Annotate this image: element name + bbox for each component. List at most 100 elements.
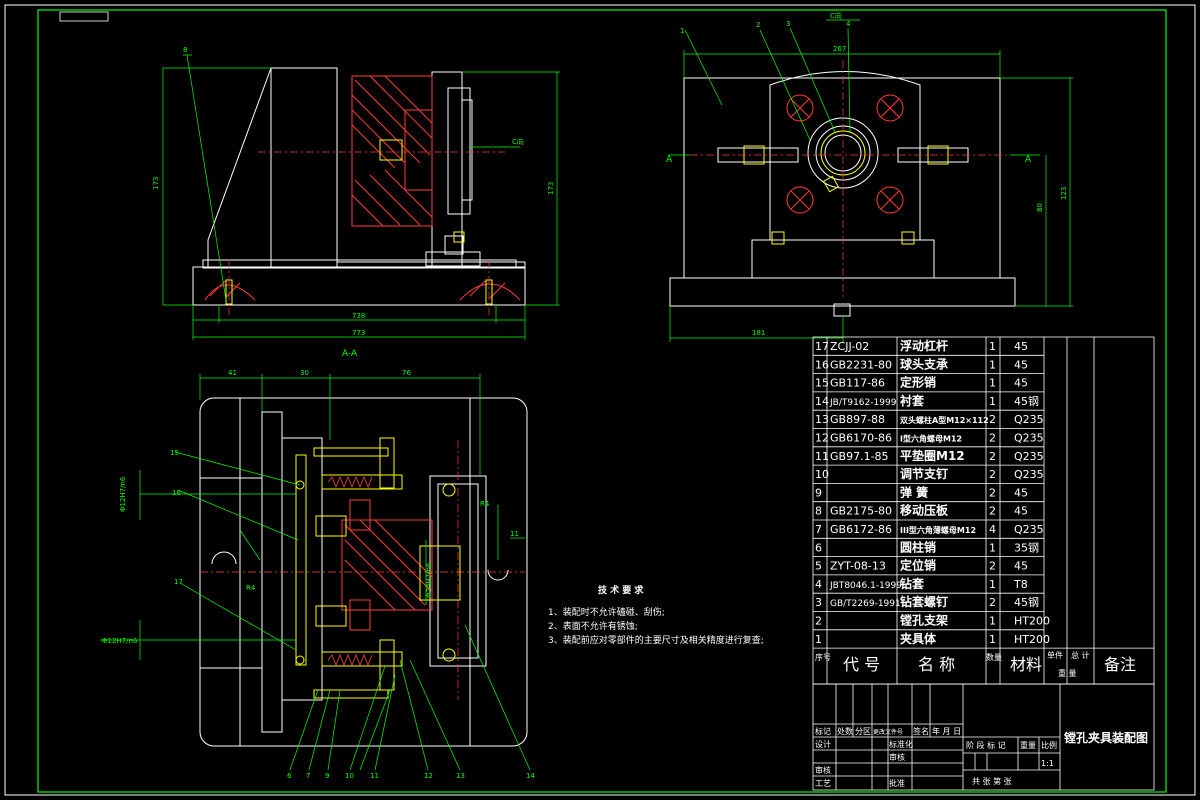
callout-17: 17 bbox=[174, 578, 183, 586]
bom-row-code: GB6172-86 bbox=[830, 523, 892, 536]
dim-76: 76 bbox=[402, 369, 411, 377]
bom-row-mat: 35钢 bbox=[1014, 541, 1039, 554]
view-a-right: A bbox=[1025, 155, 1032, 165]
dim-height-left: 173 bbox=[152, 177, 160, 190]
callout-3: 3 bbox=[786, 20, 790, 28]
bom-row-mat: HT200 bbox=[1014, 615, 1050, 628]
section-view-dims bbox=[100, 374, 531, 771]
bom-row-code: GB2175-80 bbox=[830, 505, 892, 518]
bom-row-code: ZCJJ-02 bbox=[830, 340, 869, 353]
bom-row-name: 弹 簧 bbox=[900, 484, 928, 499]
bom-header-qty: 数量 bbox=[986, 652, 1002, 662]
label-c-view: C向 bbox=[512, 137, 524, 146]
title: 镗孔夹具装配图 bbox=[1064, 730, 1148, 745]
bom-row-name: 夹具体 bbox=[900, 631, 937, 646]
callout-1: 1 bbox=[680, 27, 684, 35]
tb-shenhe: 审核 bbox=[815, 765, 831, 775]
bom-row-no: 11 bbox=[815, 450, 829, 463]
bom-row-name: III型六角薄螺母M12 bbox=[900, 525, 976, 535]
bom-row-code: JB/T9162-1999 bbox=[829, 398, 897, 408]
tb-qianming: 签名 bbox=[913, 726, 929, 736]
bom-row-no: 7 bbox=[815, 523, 822, 536]
bom-row-qty: 2 bbox=[989, 596, 996, 609]
tb-date: 年 月 日 bbox=[932, 726, 961, 736]
front-view-bolts bbox=[225, 139, 493, 305]
bom-row-mat: T8 bbox=[1013, 578, 1028, 591]
tb-genggai: 更改文件号 bbox=[873, 728, 903, 736]
front-view-centerlines bbox=[228, 151, 505, 315]
notes-line-1: 1、装配时不允许磕碰、刮伤; bbox=[548, 606, 665, 618]
callout-10: 10 bbox=[345, 772, 354, 780]
side-view bbox=[669, 71, 1016, 317]
tb-shenhe2: 审核 bbox=[889, 752, 905, 762]
bom-header-mat: 材料 bbox=[1010, 655, 1042, 674]
tb-pizhun: 批准 bbox=[889, 778, 905, 788]
bom-row-mat: 45钢 bbox=[1014, 395, 1039, 408]
bom-row-qty: 2 bbox=[989, 468, 996, 481]
front-view bbox=[192, 67, 526, 306]
bom-header-name: 名 称 bbox=[918, 655, 955, 674]
view-a-left: A bbox=[666, 155, 673, 165]
dim-height-side2: 80 bbox=[1036, 203, 1044, 212]
tb-biaoji: 标记 bbox=[815, 726, 831, 736]
dim-r4: R4 bbox=[246, 584, 256, 592]
bom-row-qty: 2 bbox=[989, 560, 996, 573]
front-view-dims bbox=[162, 54, 560, 340]
title-block bbox=[812, 683, 1155, 791]
dim-base-inner: 738 bbox=[352, 312, 365, 320]
bom-header-remark: 备注 bbox=[1104, 655, 1136, 674]
bom-row-name: 定位销 bbox=[900, 558, 936, 573]
tb-stage: 阶 段 标 记 bbox=[966, 740, 1006, 750]
bom-row-name: 钻套 bbox=[900, 576, 925, 591]
title-block-labels: 标记 处数 分区 更改文件号 签名 年 月 日 设计 标准化 审核 审核 工艺 … bbox=[815, 726, 1057, 788]
bom-row-mat: 45钢 bbox=[1014, 596, 1039, 609]
tb-ratio: 比例 bbox=[1041, 740, 1057, 750]
tb-scale: 1:1 bbox=[1041, 759, 1054, 768]
callout-13: 13 bbox=[456, 772, 465, 780]
bom-row-qty: 2 bbox=[989, 505, 996, 518]
dim-phi-center: Φ24H7/n6 bbox=[425, 562, 433, 598]
bom-row-name: 移动压板 bbox=[900, 503, 949, 518]
bom-row-mat: Q235 bbox=[1014, 468, 1044, 481]
bom-header-code: 代 号 bbox=[843, 655, 880, 674]
bom-row-qty: 2 bbox=[989, 486, 996, 499]
bom-row-name: 球头支承 bbox=[900, 356, 948, 371]
bom-row-qty: 1 bbox=[989, 358, 996, 371]
bom-row-no: 5 bbox=[815, 560, 822, 573]
bom-row-code: GB2231-80 bbox=[830, 358, 892, 371]
bom-row-qty: 2 bbox=[989, 450, 996, 463]
tb-weight: 重量 bbox=[1020, 740, 1036, 750]
dim-height-side: 123 bbox=[1060, 187, 1068, 200]
bom-row-mat: 45 bbox=[1014, 560, 1028, 573]
bom-row-name: 圆柱销 bbox=[900, 539, 936, 554]
bom-row-mat: Q235 bbox=[1014, 450, 1044, 463]
bom-row-code: JBT8046.1-1999 bbox=[829, 581, 902, 591]
tb-sheji: 设计 bbox=[815, 739, 831, 749]
bom-row-no: 16 bbox=[815, 358, 829, 371]
bom-row-name: 平垫圈M12 bbox=[900, 448, 965, 463]
bom-row-name: 钻套螺钉 bbox=[900, 594, 948, 609]
callout-8: 8 bbox=[183, 46, 187, 54]
callout-4: 4 bbox=[846, 20, 851, 28]
bom-row-qty: 1 bbox=[989, 340, 996, 353]
bom-row-code: GB117-86 bbox=[830, 377, 885, 390]
dim-bottom-left: 181 bbox=[752, 329, 765, 337]
bom-row-no: 4 bbox=[815, 578, 822, 591]
section-view-red bbox=[200, 440, 525, 700]
bom-row-name: 定形销 bbox=[900, 375, 936, 390]
notes-line-2: 2、表面不允许有锈蚀; bbox=[548, 620, 638, 632]
front-view-section bbox=[204, 75, 521, 301]
callout-16: 16 bbox=[172, 489, 181, 497]
bom-row-no: 2 bbox=[815, 615, 822, 628]
bom-row-no: 14 bbox=[815, 395, 829, 408]
bom-header-no: 序号 bbox=[815, 652, 831, 662]
tb-sheets: 共 张 第 张 bbox=[972, 776, 1012, 786]
dim-phi-top: Φ12H7/n6 bbox=[119, 476, 127, 512]
callout-12: 12 bbox=[424, 772, 433, 780]
bom-row-name: I型六角螺母M12 bbox=[900, 434, 962, 444]
section-view-yellow bbox=[295, 437, 461, 699]
bom-row-qty: 1 bbox=[989, 377, 996, 390]
